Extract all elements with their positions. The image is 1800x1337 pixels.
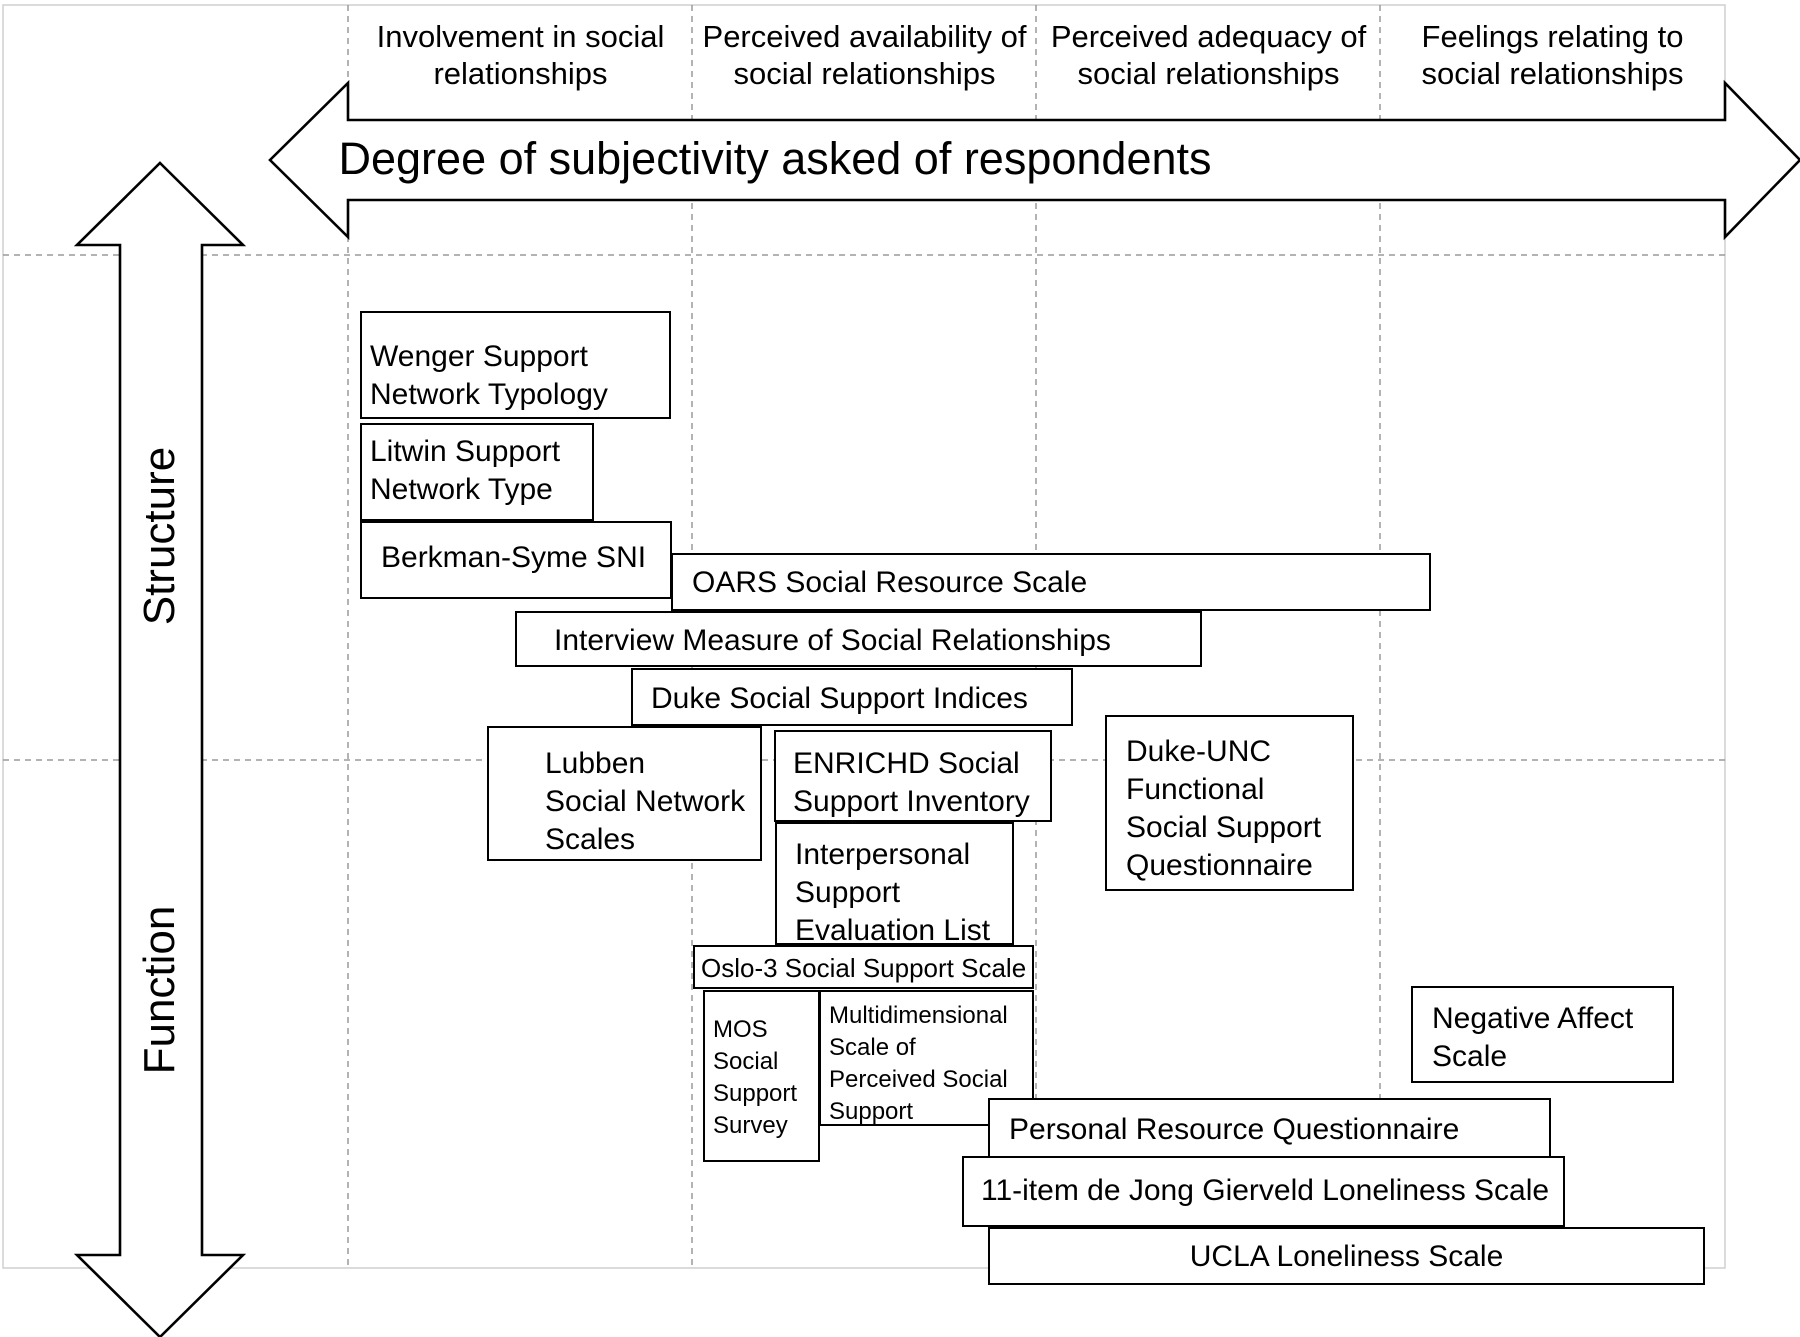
measure-litwin: Litwin Support Network Type bbox=[360, 423, 594, 521]
column-header-feelings: Feelings relating to social relationship… bbox=[1421, 19, 1684, 91]
measure-de-jong-gierveld: 11-item de Jong Gierveld Loneliness Scal… bbox=[962, 1156, 1565, 1227]
measure-duke-indices: Duke Social Support Indices bbox=[631, 668, 1073, 726]
structure-axis-label: Structure bbox=[135, 446, 184, 626]
structure-function-double-arrow bbox=[73, 161, 247, 1337]
measure-negative-affect: Negative Affect Scale bbox=[1411, 986, 1674, 1083]
measure-berkman-syme: Berkman-Syme SNI bbox=[360, 521, 672, 599]
measure-enrichd: ENRICHD Social Support Inventory bbox=[774, 730, 1052, 822]
subjectivity-double-arrow bbox=[268, 79, 1800, 241]
measure-oslo-3: Oslo-3 Social Support Scale bbox=[693, 945, 1034, 989]
measure-ucla: UCLA Loneliness Scale bbox=[988, 1227, 1705, 1285]
measure-personal-resource: Personal Resource Questionnaire bbox=[988, 1098, 1551, 1160]
function-axis-label: Function bbox=[135, 905, 184, 1075]
column-header-involvement: Involvement in social relationships bbox=[376, 19, 665, 91]
measure-interview: Interview Measure of Social Relationship… bbox=[515, 611, 1202, 667]
subjectivity-axis-label: Degree of subjectivity asked of responde… bbox=[338, 133, 1212, 184]
measure-interpersonal: Interpersonal Support Evaluation List bbox=[775, 822, 1014, 947]
measure-lubben: Lubben Social Network Scales bbox=[487, 726, 762, 861]
diagram-border bbox=[2, 4, 1726, 1269]
measure-mos: MOS Social Support Survey bbox=[703, 990, 820, 1162]
column-header-availability: Perceived availability of social relatio… bbox=[702, 19, 1027, 91]
column-header-adequacy: Perceived adequacy of social relationshi… bbox=[1050, 19, 1367, 91]
measure-wenger: Wenger Support Network Typology bbox=[360, 311, 671, 419]
measure-duke-unc: Duke-UNC Functional Social Support Quest… bbox=[1105, 715, 1354, 891]
measure-oars: OARS Social Resource Scale bbox=[671, 553, 1431, 611]
